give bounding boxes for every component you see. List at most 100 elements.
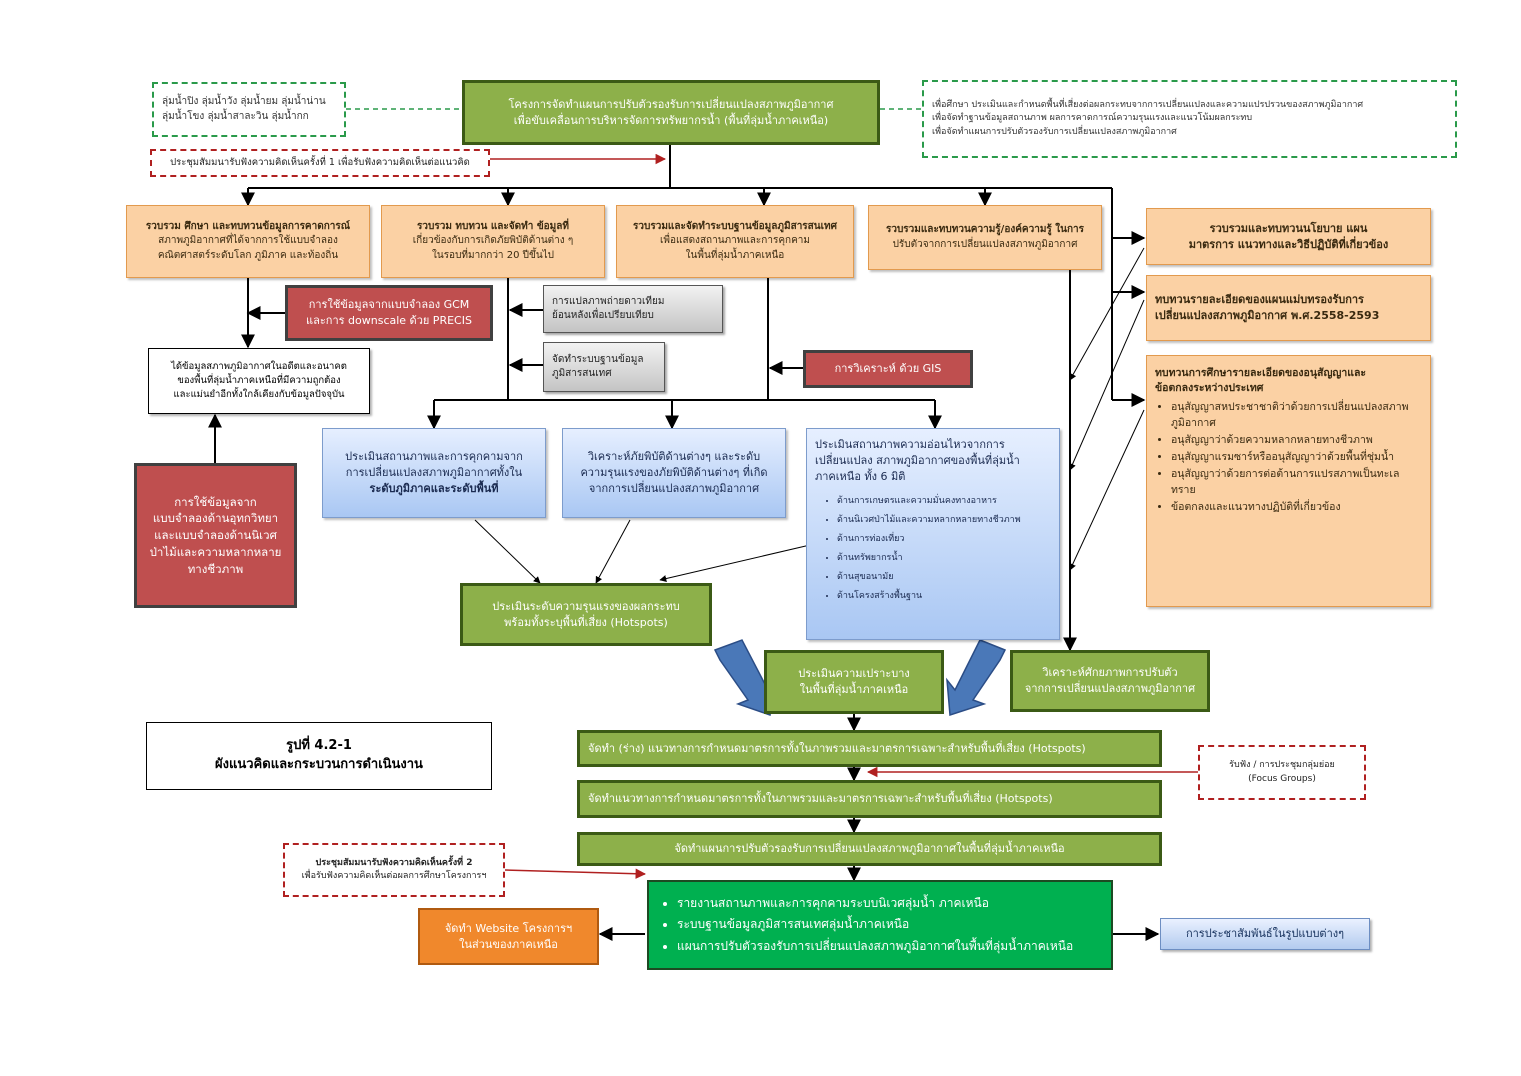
- vuln-line-2: ในพื้นที่ลุ่มน้ำภาคเหนือ: [799, 683, 909, 696]
- disaster-analysis-box: วิเคราะห์ภัยพิบัติด้านต่างๆ และระดับ ควา…: [562, 428, 786, 518]
- pr-text: การประชาสัมพันธ์ในรูปแบบต่างๆ: [1185, 927, 1345, 941]
- hotspot-line-2: พร้อมทั้งระบุพื้นที่เสี่ยง (Hotspots): [504, 615, 668, 629]
- figure-title: ผังแนวคิดและกระบวนการดำเนินงาน: [215, 757, 423, 772]
- gis-database-box: รวบรวมและจัดทำระบบฐานข้อมูลภูมิสารสนเทศ …: [616, 205, 854, 278]
- row1-box1-line1: รวบรวม ศึกษา และทบทวนข้อมูลการคาดการณ์: [145, 220, 351, 232]
- gis-analysis-text: การวิเคราะห์ ด้วย GIS: [834, 362, 942, 376]
- vuln-line-1: ประเมินความเปราะบาง: [798, 667, 910, 681]
- row1-box2-line1: รวบรวม ทบทวน และจัดทำ ข้อมูลที่: [417, 220, 569, 232]
- outputs-list: รายงานสถานภาพและการคุกคามระบบนิเวศลุ่มน้…: [657, 891, 1073, 959]
- objective-3: เพื่อจัดทำแผนการปรับตัวรองรับการเปลี่ยนแ…: [932, 126, 1177, 137]
- figure-caption-box: รูปที่ 4.2-1 ผังแนวคิดและกระบวนการดำเนิน…: [146, 722, 492, 790]
- row1-box2-line3: ในรอบที่มากกว่า 20 ปีขึ้นไป: [431, 249, 555, 261]
- assess2-line-3: จากการเปลี่ยนแปลงสภาพภูมิอากาศ: [588, 481, 760, 495]
- satellite-line-1: การแปลภาพถ่ายดาวเทียม: [552, 295, 665, 307]
- convention-item: ข้อตกลงและแนวทางปฏิบัติที่เกี่ยวข้อง: [1171, 500, 1422, 515]
- seminar-2-box: ประชุมสัมมนารับฟังความคิดเห็นครั้งที่ 2 …: [283, 843, 505, 897]
- basins-line-2: ลุ่มน้ำโขง ลุ่มน้ำสาละวิน ลุ่มน้ำกก: [162, 110, 309, 122]
- objective-2: เพื่อจัดทำฐานข้อมูลสถานภาพ ผลการคาดการณ์…: [932, 113, 1253, 124]
- focus-line-1: รับฟัง / การประชุมกลุ่มย่อย: [1229, 760, 1335, 771]
- convention-item: อนุสัญญาว่าด้วยการต่อต้านการแปรสภาพเป็นท…: [1171, 467, 1422, 497]
- dimensions-list: ด้านการเกษตรและความมั่นคงทางอาหาร ด้านนิ…: [815, 489, 1021, 609]
- masterplan-line-2: เปลี่ยนแปลงสภาพภูมิอากาศ พ.ศ.2558-2593: [1155, 309, 1380, 322]
- row1-box2-line2: เกี่ยวข้องกับการเกิดภัยพิบัติด้านต่าง ๆ: [412, 235, 574, 247]
- hydro-line-5: ทางชีวภาพ: [187, 561, 244, 576]
- conventions-title-line-1: ทบทวนการศึกษารายละเอียดของอนุสัญญาและ: [1155, 367, 1367, 379]
- row1-box4-line2: ปรับตัวจากการเปลี่ยนแปลงสภาพภูมิอากาศ: [892, 238, 1078, 250]
- status-threat-assessment-box: ประเมินสถานภาพและการคุกคามจาก การเปลี่ยน…: [322, 428, 546, 518]
- conventions-title-line-2: ข้อตกลงระหว่างประเทศ: [1155, 382, 1264, 395]
- climate-data-line-3: และแม่นยำอีกทั้งใกล้เคียงกับข้อมูลปัจจุบ…: [173, 388, 345, 400]
- masterplan-review-box: ทบทวนรายละเอียดของแผนแม่บทรองรับการ เปลี…: [1146, 275, 1431, 341]
- row1-box3-line2: เพื่อแสดงสถานภาพและการคุกคาม: [660, 235, 810, 247]
- output-item: ระบบฐานข้อมูลภูมิสารสนเทศลุ่มน้ำภาคเหนือ: [677, 916, 1073, 933]
- adapt-line-2: จากการเปลี่ยนแปลงสภาพภูมิอากาศ: [1024, 682, 1196, 695]
- adapt-line-1: วิเคราะห์ศักยภาพการปรับตัว: [1042, 666, 1178, 680]
- sensitivity-assessment-box: ประเมินสถานภาพความอ่อนไหวจากการ เปลี่ยนแ…: [806, 428, 1060, 640]
- final-text: จัดทำแนวทางการกำหนดมาตรการทั้งในภาพรวมแล…: [588, 792, 1053, 806]
- dimension-item: ด้านโครงสร้างพื้นฐาน: [837, 590, 1021, 603]
- assess1-line-1: ประเมินสถานภาพและการคุกคามจาก: [345, 450, 523, 464]
- final-measures-box: จัดทำแนวทางการกำหนดมาตรการทั้งในภาพรวมแล…: [577, 780, 1162, 818]
- adaptive-capacity-box: วิเคราะห์ศักยภาพการปรับตัว จากการเปลี่ยน…: [1010, 650, 1210, 712]
- satellite-box: การแปลภาพถ่ายดาวเทียม ย้อนหลังเพื่อเปรีย…: [543, 285, 723, 333]
- hydro-line-2: แบบจำลองด้านอุทกวิทยา: [152, 511, 279, 526]
- hotspot-assessment-box: ประเมินระดับความรุนแรงของผลกระทบ พร้อมทั…: [460, 583, 712, 646]
- plan-text: จัดทำแผนการปรับตัวรองรับการเปลี่ยนแปลงสภ…: [674, 842, 1065, 856]
- objective-1: เพื่อศึกษา ประเมินและกำหนดพื้นที่เสี่ยงต…: [932, 100, 1364, 111]
- draft-text: จัดทำ (ร่าง) แนวทางการกำหนดมาตรการทั้งใน…: [588, 741, 1086, 755]
- convention-item: อนุสัญญาแรมซาร์หรืออนุสัญญาว่าด้วยพื้นที…: [1171, 450, 1422, 465]
- policy-line-2: มาตรการ แนวทางและวิธีปฏิบัติที่เกี่ยวข้อ…: [1188, 237, 1389, 251]
- assess3-line-1: ประเมินสถานภาพความอ่อนไหวจากการ: [815, 438, 1005, 451]
- gcm-line-2: และการ downscale ด้วย PRECIS: [306, 314, 472, 327]
- climate-data-line-1: ได้ข้อมูลสภาพภูมิอากาศในอดีตและอนาคต: [171, 361, 347, 373]
- row1-box1-line2: สภาพภูมิอากาศที่ได้จากการใช้แบบจำลอง: [158, 235, 338, 247]
- hydro-line-4: ป่าไม้และความหลากหลาย: [149, 544, 282, 559]
- policy-review-box: รวบรวมและทบทวนนโยบาย แผน มาตรการ แนวทางแ…: [1146, 208, 1431, 265]
- basins-line-1: ลุ่มน้ำปิง ลุ่มน้ำวัง ลุ่มน้ำยม ลุ่มน้ำน…: [162, 96, 326, 107]
- conventions-list: อนุสัญญาสหประชาชาติว่าด้วยการเปลี่ยนแปลง…: [1155, 398, 1422, 517]
- adaptation-plan-box: จัดทำแผนการปรับตัวรองรับการเปลี่ยนแปลงสภ…: [577, 832, 1162, 866]
- website-line-2: ในส่วนของภาคเหนือ: [459, 937, 558, 951]
- assess3-line-2: เปลี่ยนแปลง สภาพภูมิอากาศของพื้นที่ลุ่มน…: [815, 453, 1020, 467]
- focus-line-2: (Focus Groups): [1248, 773, 1316, 784]
- row1-box3-line3: ในพื้นที่ลุ่มน้ำภาคเหนือ: [685, 249, 785, 261]
- masterplan-line-1: ทบทวนรายละเอียดของแผนแม่บทรองรับการ: [1155, 293, 1364, 307]
- hydro-line-3: และแบบจำลองด้านนิเวศ: [154, 528, 277, 543]
- dimension-item: ด้านการเกษตรและความมั่นคงทางอาหาร: [837, 495, 1021, 508]
- satellite-line-2: ย้อนหลังเพื่อเปรียบเทียบ: [552, 310, 654, 321]
- seminar2-line-2: เพื่อรับฟังความคิดเห็นต่อผลการศึกษาโครงก…: [301, 871, 487, 881]
- hydro-model-box: การใช้ข้อมูลจาก แบบจำลองด้านอุทกวิทยา แล…: [134, 463, 297, 608]
- assess2-line-2: ความรุนแรงของภัยพิบัติด้านต่างๆ ที่เกิด: [580, 466, 768, 480]
- seminar-1-text: ประชุมสัมมนารับฟังความคิดเห็นครั้งที่ 1 …: [170, 157, 470, 169]
- draft-measures-box: จัดทำ (ร่าง) แนวทางการกำหนดมาตรการทั้งใน…: [577, 730, 1162, 767]
- row1-box4-line1: รวบรวมและทบทวนความรู้/องค์ความรู้ ในการ: [885, 224, 1085, 235]
- adaptation-knowledge-box: รวบรวมและทบทวนความรู้/องค์ความรู้ ในการ …: [868, 205, 1102, 270]
- assess1-line-2: การเปลี่ยนแปลงสภาพภูมิอากาศทั้งใน: [345, 466, 523, 480]
- outputs-box: รายงานสถานภาพและการคุกคามระบบนิเวศลุ่มน้…: [647, 880, 1113, 970]
- public-relations-box: การประชาสัมพันธ์ในรูปแบบต่างๆ: [1160, 918, 1370, 950]
- assess2-line-1: วิเคราะห์ภัยพิบัติด้านต่างๆ และระดับ: [587, 450, 761, 464]
- climate-projection-review-box: รวบรวม ศึกษา และทบทวนข้อมูลการคาดการณ์ ส…: [126, 205, 370, 278]
- figure-number: รูปที่ 4.2-1: [286, 738, 352, 754]
- dimension-item: ด้านนิเวศป่าไม้และความหลากหลายทางชีวภาพ: [837, 514, 1021, 527]
- project-title-box: โครงการจัดทำแผนการปรับตัวรองรับการเปลี่ย…: [462, 80, 880, 145]
- seminar-1-box: ประชุมสัมมนารับฟังความคิดเห็นครั้งที่ 1 …: [150, 149, 490, 177]
- gisdb-line-1: จัดทำระบบฐานข้อมูล: [552, 353, 644, 365]
- climate-data-line-2: ของพื้นที่ลุ่มน้ำภาคเหนือที่มีความถูกต้อ…: [177, 375, 341, 387]
- convention-item: อนุสัญญาว่าด้วยความหลากหลายทางชีวภาพ: [1171, 433, 1422, 448]
- project-title-line-2: เพื่อขับเคลื่อนการบริหารจัดการทรัพยากรน้…: [513, 113, 829, 127]
- output-item: รายงานสถานภาพและการคุกคามระบบนิเวศลุ่มน้…: [677, 895, 1073, 912]
- seminar2-line-1: ประชุมสัมมนารับฟังความคิดเห็นครั้งที่ 2: [315, 857, 473, 868]
- website-box: จัดทำ Website โครงการฯ ในส่วนของภาคเหนือ: [418, 908, 599, 965]
- hydro-line-1: การใช้ข้อมูลจาก: [174, 494, 257, 509]
- hotspot-line-1: ประเมินระดับความรุนแรงของผลกระทบ: [492, 599, 680, 613]
- objectives-box: เพื่อศึกษา ประเมินและกำหนดพื้นที่เสี่ยงต…: [922, 80, 1457, 158]
- dimension-item: ด้านทรัพยากรน้ำ: [837, 552, 1021, 565]
- gis-analysis-box: การวิเคราะห์ ด้วย GIS: [803, 350, 973, 388]
- disaster-data-box: รวบรวม ทบทวน และจัดทำ ข้อมูลที่ เกี่ยวข้…: [381, 205, 605, 278]
- project-title-line-1: โครงการจัดทำแผนการปรับตัวรองรับการเปลี่ย…: [508, 97, 834, 111]
- policy-line-1: รวบรวมและทบทวนนโยบาย แผน: [1209, 221, 1368, 235]
- assess1-line-3: ระดับภูมิภาคและระดับพื้นที่: [369, 481, 499, 495]
